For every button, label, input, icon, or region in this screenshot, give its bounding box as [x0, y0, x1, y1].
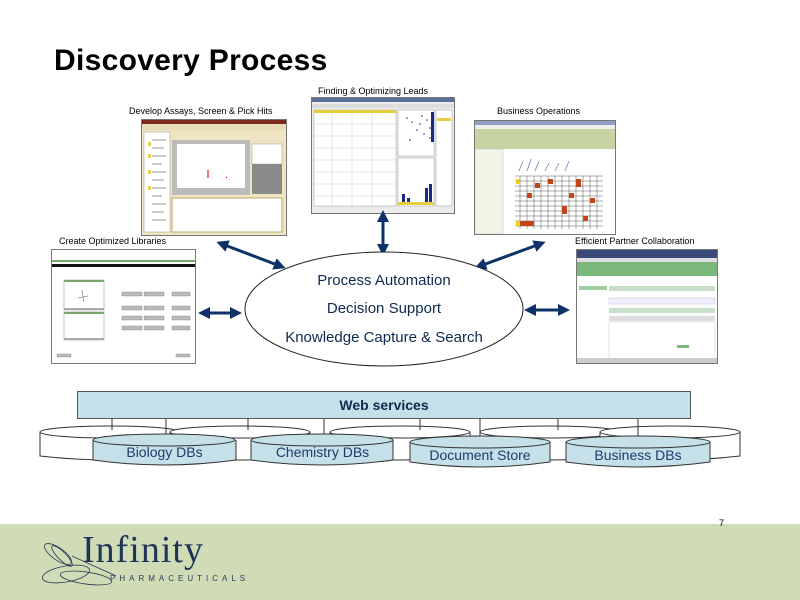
- db-label-business: Business DBs: [594, 447, 682, 463]
- db-cylinder-biology: [92, 440, 237, 466]
- caption-partner: Efficient Partner Collaboration: [575, 236, 695, 246]
- lead-optimization-app-screenshot: [311, 97, 455, 214]
- slide-title: Discovery Process: [54, 44, 328, 77]
- partner-collaboration-app-screenshot: [576, 249, 718, 364]
- process-automation-label: Process Automation: [317, 272, 451, 289]
- diagram-canvas: [39, 210, 741, 468]
- knowledge-capture-label: Knowledge Capture & Search: [285, 329, 483, 346]
- page-number: 7: [719, 518, 725, 528]
- db-cylinder-business: [565, 442, 711, 468]
- db-label-chemistry: Chemistry DBs: [275, 444, 370, 460]
- decision-support-label: Decision Support: [326, 300, 442, 317]
- caption-assays: Develop Assays, Screen & Pick Hits: [129, 106, 273, 116]
- library-design-app-screenshot: [51, 249, 196, 364]
- caption-leads: Finding & Optimizing Leads: [318, 86, 429, 96]
- db-label-biology: Biology DBs: [126, 444, 203, 460]
- arrow-business: [474, 240, 546, 270]
- db-cylinder-chemistry: [250, 440, 394, 466]
- caption-libraries: Create Optimized Libraries: [59, 236, 167, 246]
- db-label-document: Document Store: [429, 447, 531, 463]
- caption-business: Business Operations: [497, 106, 581, 116]
- logo-wordmark: Infinity: [82, 529, 204, 571]
- footer-band: [0, 524, 800, 600]
- business-operations-app-screenshot: [474, 120, 616, 235]
- web-services-bar: Web services: [77, 391, 691, 419]
- db-cylinder-document: [409, 442, 551, 468]
- arrow-assays: [216, 240, 286, 270]
- assay-screening-app-screenshot: [141, 119, 287, 236]
- company-logo: Infinity PHARMACEUTICALS: [36, 528, 246, 592]
- logo-subtitle: PHARMACEUTICALS: [110, 574, 250, 583]
- core-capabilities-ellipse: [244, 251, 524, 367]
- dragonfly-icon: [41, 543, 116, 586]
